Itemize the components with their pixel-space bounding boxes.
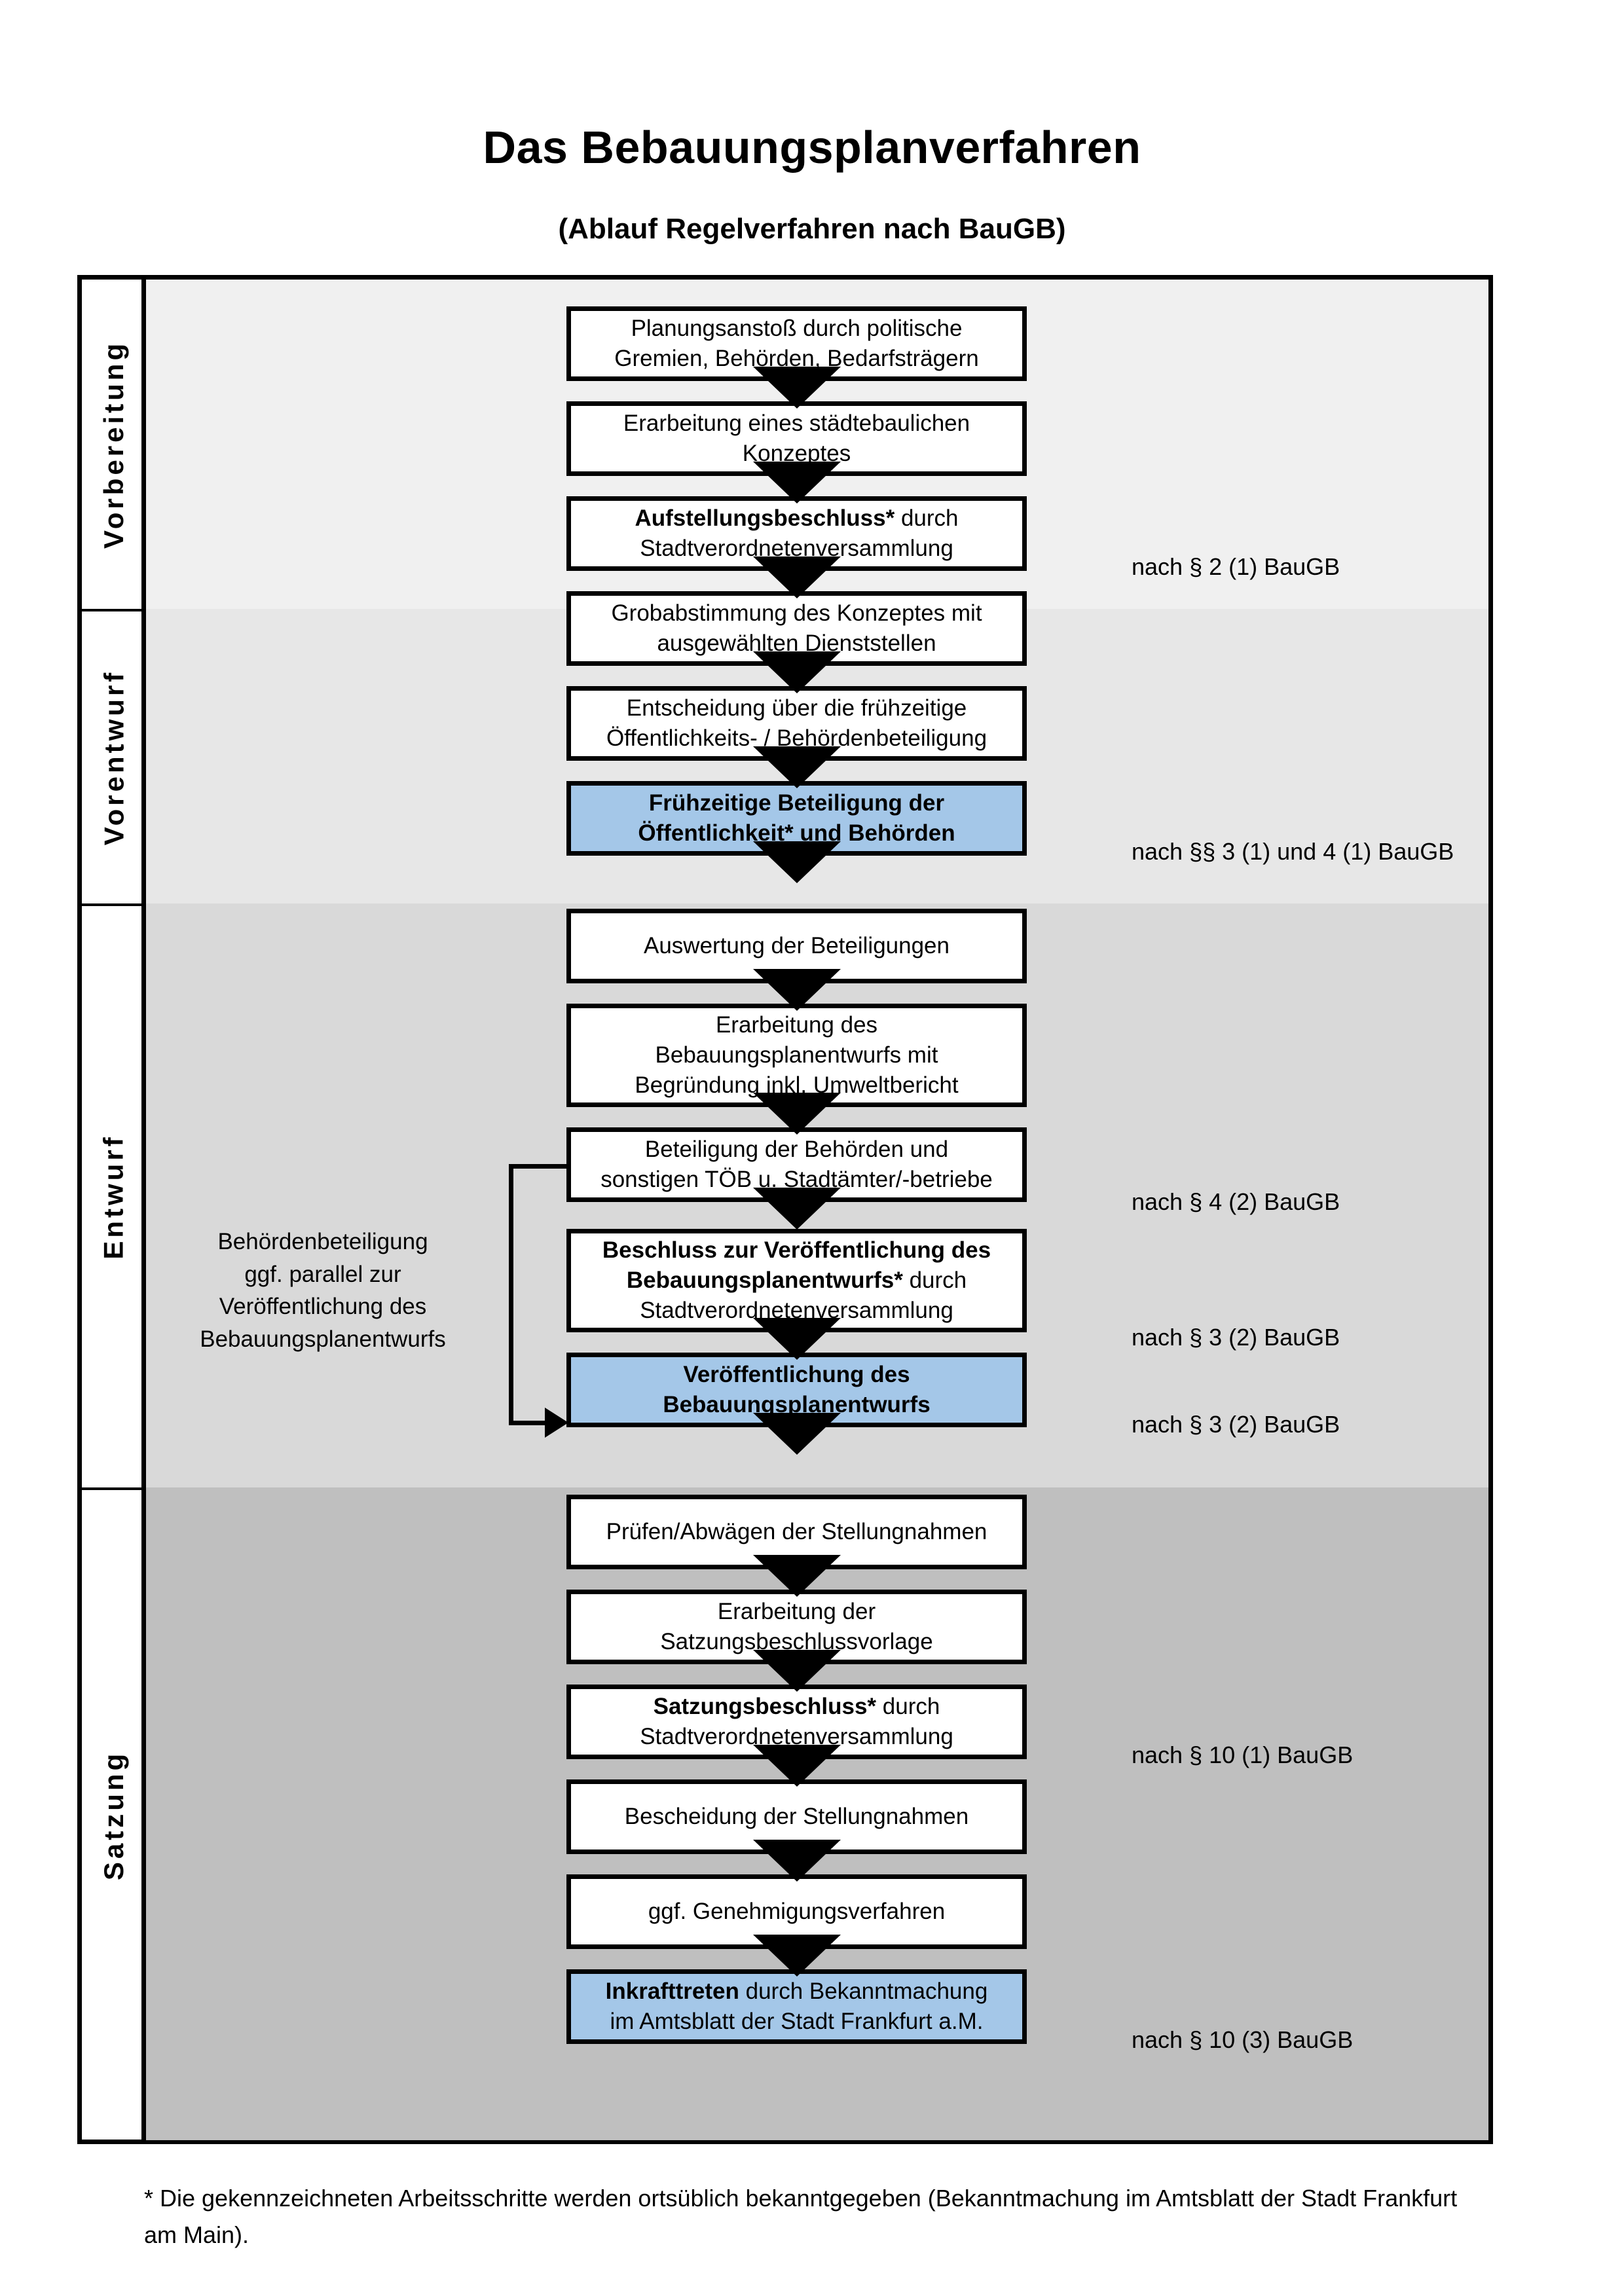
- page-subtitle: (Ablauf Regelverfahren nach BauGB): [558, 213, 1066, 245]
- node-line: Aufstellungsbeschluss* durch: [635, 503, 958, 534]
- node-line: Erarbeitung der: [717, 1598, 876, 1624]
- footnote: * Die gekennzeichneten Arbeitsschritte w…: [144, 2185, 1458, 2248]
- node-line: Entscheidung über die frühzeitige: [626, 695, 967, 721]
- flow-arrow-down: [753, 1413, 841, 1455]
- side-note-line: ggf. parallel zur: [244, 1261, 401, 1287]
- legal-reference-inkrafttreten: nach § 10 (3) BauGB: [1132, 2026, 1354, 2053]
- flow-arrow-down: [753, 1840, 841, 1882]
- stage-label-text: Satzung: [98, 1750, 130, 1880]
- stage-label-text: Vorentwurf: [98, 669, 129, 846]
- parallel-path-connector-vertical: [509, 1164, 513, 1425]
- flow-arrow-down: [753, 746, 841, 788]
- process-node-satzungsbeschlussvorlage[interactable]: Erarbeitung der Satzungsbeschlussvorlage: [566, 1590, 1027, 1664]
- node-line: Auswertung der Beteiligungen: [644, 932, 950, 958]
- node-line-suffix: durch: [876, 1693, 940, 1719]
- node-line-bold: Inkrafttreten: [605, 1978, 739, 2004]
- side-note-line: Bebauungsplanentwurfs: [200, 1326, 446, 1353]
- node-line-bold: Satzungsbeschluss*: [653, 1693, 877, 1719]
- stage-label-column: Vorbereitung Vorentwurf Entwurf Satzung: [82, 280, 146, 2140]
- node-line: Beteiligung der Behörden und: [644, 1136, 949, 1162]
- flow-arrow-down: [753, 1935, 841, 1977]
- flow-arrow-down: [753, 1555, 841, 1597]
- flow-arrow-down: [753, 1650, 841, 1692]
- node-line: Beschluss zur Veröffentlichung des: [602, 1237, 991, 1263]
- parallel-path-arrowhead-icon: [545, 1408, 568, 1438]
- node-line: Bescheidung der Stellungnahmen: [624, 1803, 969, 1829]
- legal-reference-veroeffentlichung: nach § 3 (2) BauGB: [1132, 1411, 1340, 1438]
- legal-reference-fruehzeitige-beteiligung: nach §§ 3 (1) und 4 (1) BauGB: [1132, 838, 1454, 865]
- stage-label-entwurf: Entwurf: [82, 903, 146, 1487]
- legal-reference-satzungsbeschluss: nach § 10 (1) BauGB: [1132, 1741, 1354, 1768]
- process-node-beschluss-veroeffentlichung[interactable]: Beschluss zur Veröffentlichung des Bebau…: [566, 1229, 1027, 1332]
- flow-arrow-down: [753, 556, 841, 598]
- side-note-line: Behördenbeteiligung: [217, 1229, 428, 1254]
- stage-label-vorentwurf: Vorentwurf: [82, 609, 146, 903]
- flow-arrow-down: [753, 462, 841, 503]
- flow-arrow-down: [753, 1318, 841, 1360]
- node-line: Bebauungsplanentwurfs* durch: [627, 1266, 967, 1296]
- node-line-suffix: durch: [902, 1267, 967, 1293]
- node-line: Satzungsbeschluss* durch: [654, 1692, 940, 1722]
- node-line-bold: Bebauungsplanentwurfs*: [626, 1267, 903, 1293]
- node-line: Erarbeitung eines städtebaulichen: [623, 410, 970, 436]
- parallel-path-connector-bottom: [509, 1421, 547, 1425]
- node-line: Frühzeitige Beteiligung der: [648, 790, 945, 816]
- node-line: Inkrafttreten durch Bekanntmachung: [606, 1977, 988, 2007]
- flow-arrow-down: [753, 367, 841, 409]
- flow-arrow-down: [753, 1188, 841, 1230]
- flow-arrow-down: [753, 651, 841, 693]
- node-line: Veröffentlichung des: [683, 1361, 910, 1387]
- legal-reference-aufstellungsbeschluss: nach § 2 (1) BauGB: [1132, 553, 1340, 580]
- parallel-path-connector-top: [509, 1164, 566, 1169]
- process-node-erarbeitung-bebauungsplanentwurf[interactable]: Erarbeitung des Bebauungsplanentwurfs mi…: [566, 1004, 1027, 1107]
- flow-arrow-down: [753, 1745, 841, 1787]
- flow-arrow-down: [753, 969, 841, 1011]
- node-line: Bebauungsplanentwurfs mit: [655, 1042, 938, 1068]
- node-line: Erarbeitung des: [715, 1011, 878, 1038]
- stage-label-text: Entwurf: [98, 1134, 129, 1260]
- stage-label-satzung: Satzung: [82, 1487, 146, 2140]
- flow-arrow-down: [753, 841, 841, 883]
- node-line: Grobabstimmung des Konzeptes mit: [611, 600, 982, 626]
- side-note-line: Veröffentlichung des: [219, 1294, 427, 1320]
- side-note-behoerdenbeteiligung: Behördenbeteiligung ggf. parallel zur Ve…: [169, 1226, 477, 1356]
- page-title: Das Bebauungsplanverfahren: [483, 122, 1141, 173]
- node-line: Planungsanstoß durch politische: [631, 315, 963, 341]
- legal-reference-beteiligung-behoerden: nach § 4 (2) BauGB: [1132, 1188, 1340, 1215]
- stage-label-vorbereitung: Vorbereitung: [82, 280, 146, 609]
- flow-arrow-down: [753, 1093, 841, 1135]
- process-node-inkrafttreten[interactable]: Inkrafttreten durch Bekanntmachung im Am…: [566, 1969, 1027, 2044]
- stage-label-text: Vorbereitung: [98, 340, 130, 549]
- legal-reference-beschluss-veroeffentlichung: nach § 3 (2) BauGB: [1132, 1324, 1340, 1351]
- node-line-suffix: durch Bekanntmachung: [739, 1978, 988, 2004]
- node-line-suffix: durch: [895, 505, 959, 531]
- node-line: Prüfen/Abwägen der Stellungnahmen: [606, 1518, 987, 1544]
- node-line-bold: Aufstellungsbeschluss*: [635, 505, 895, 531]
- node-line: ggf. Genehmigungsverfahren: [648, 1898, 946, 1924]
- node-line: im Amtsblatt der Stadt Frankfurt a.M.: [610, 2009, 984, 2034]
